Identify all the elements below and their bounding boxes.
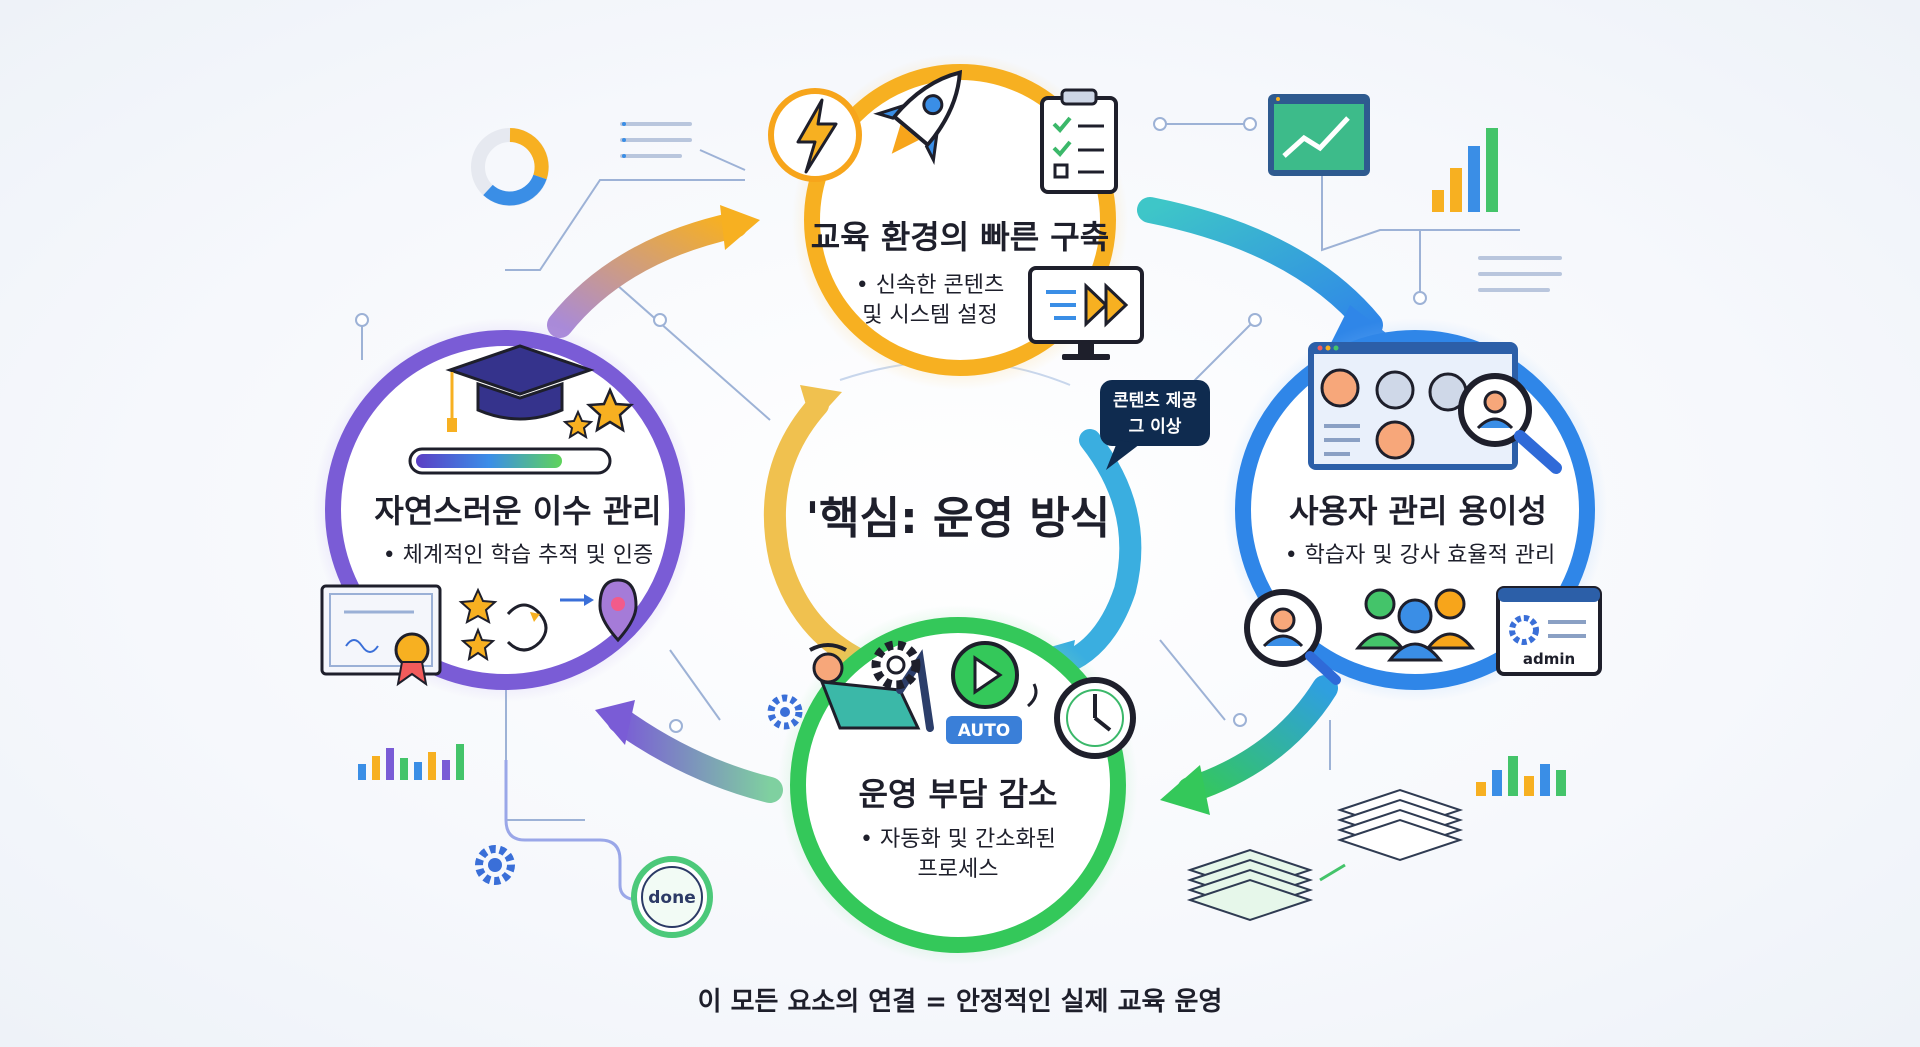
bar-chart-top-right-icon <box>1432 128 1498 212</box>
arrow-head-top <box>720 205 760 250</box>
donut-chart-icon <box>471 128 549 206</box>
left-title: 자연스러운 이수 관리 <box>374 492 661 530</box>
paper-stack-icon <box>1186 788 1464 922</box>
right-title: 사용자 관리 용이성 <box>1289 492 1547 530</box>
arrow-head-left <box>595 700 635 745</box>
admin-label: admin <box>1523 650 1575 668</box>
admin-window-icon: admin <box>1496 586 1602 676</box>
bottom-line2: 프로세스 <box>918 857 999 882</box>
bubble-line1: 콘텐츠 제공 <box>1113 391 1197 411</box>
lightning-icon <box>768 88 862 182</box>
user-grid-window-icon <box>1308 342 1518 470</box>
auto-label: AUTO <box>958 721 1011 741</box>
text-lines-icon <box>620 122 692 158</box>
progress-bar-icon <box>408 447 612 475</box>
done-label: done <box>648 888 695 908</box>
trend-chart-window-icon <box>1268 94 1370 176</box>
left-line1: • 체계적인 학습 추적 및 인증 <box>383 543 654 568</box>
bar-chart-left-icon <box>358 744 464 780</box>
star-icon <box>458 386 635 662</box>
background-decorations: done <box>355 94 1566 938</box>
clock-icon <box>1054 677 1136 759</box>
arrow-head-bottom <box>1160 765 1210 815</box>
bubble-line2: 그 이상 <box>1129 417 1182 437</box>
bottom-line1: • 자동화 및 간소화된 <box>860 827 1056 852</box>
arrow-right-to-bottom <box>1177 675 1338 803</box>
graduation-cap-icon <box>445 344 595 432</box>
checklist-icon <box>1040 88 1118 194</box>
center-title: '핵심: 운영 방식 <box>806 493 1111 544</box>
arrow-bottom-to-left <box>607 707 783 803</box>
speech-bubble: 콘텐츠 제공 그 이상 <box>1100 380 1210 470</box>
done-badge: done <box>631 856 713 938</box>
magnifier-user-icon <box>1458 373 1562 474</box>
path-pin-icon <box>506 578 638 652</box>
arrow-left-to-top <box>547 212 748 338</box>
play-button-icon: AUTO <box>946 641 1038 744</box>
user-group-icon <box>1354 588 1476 662</box>
text-lines-right-icon <box>1478 256 1562 292</box>
cycle-arrows <box>547 197 1395 815</box>
fast-forward-monitor-icon <box>1028 266 1144 360</box>
top-line2: 및 시스템 설정 <box>862 303 997 328</box>
arrow-top-to-right <box>1137 197 1383 338</box>
footer-caption: 이 모든 요소의 연결 = 안정적인 실제 교육 운영 <box>698 987 1223 1017</box>
top-line1: • 신속한 콘텐츠 <box>856 273 1004 298</box>
gear-icon <box>767 640 921 730</box>
rocket-icon <box>873 69 963 166</box>
certificate-icon <box>320 584 442 687</box>
magnifier-left-icon <box>1244 589 1341 685</box>
gear-small-icon <box>475 845 515 885</box>
top-title: 교육 환경의 빠른 구축 <box>811 218 1109 256</box>
bottom-title: 운영 부담 감소 <box>859 775 1058 813</box>
bar-chart-bottom-right-icon <box>1476 756 1566 796</box>
right-line1: • 학습자 및 강사 효율적 관리 <box>1285 543 1556 568</box>
